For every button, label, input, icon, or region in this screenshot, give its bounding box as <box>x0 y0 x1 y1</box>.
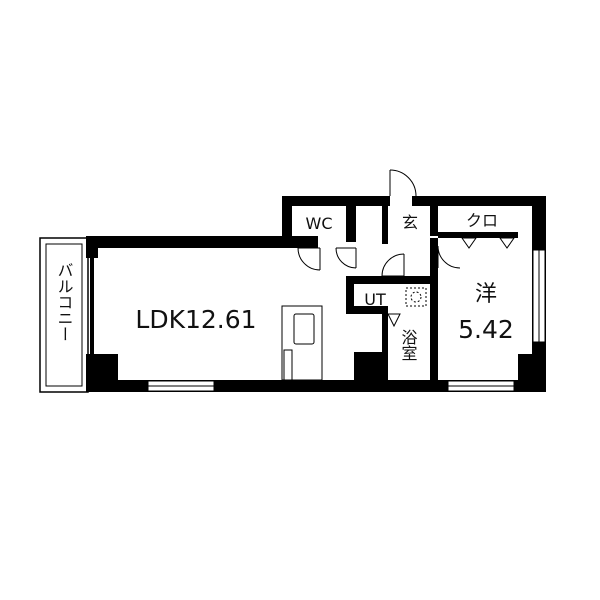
balcony-area <box>39 237 89 393</box>
washer-icon <box>405 287 427 307</box>
bath-label: 浴室 <box>399 329 418 361</box>
western-room-label: 洋 <box>475 282 497 307</box>
wc-label: WC <box>306 214 333 233</box>
ldk-label: LDK12.61 <box>135 305 256 334</box>
doors <box>297 169 515 328</box>
entrance-label: 玄 <box>402 213 418 232</box>
western-room-area: 5.42 <box>458 315 514 344</box>
ut-label: UT <box>364 290 386 309</box>
closet-label: クロ <box>466 211 498 230</box>
kitchen-counter <box>281 305 323 381</box>
windows <box>147 249 546 392</box>
balcony-label: バルコニー <box>55 262 74 342</box>
